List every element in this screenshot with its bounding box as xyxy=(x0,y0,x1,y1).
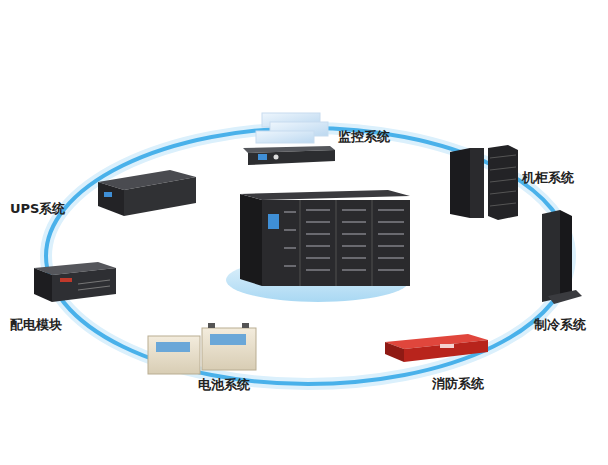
rack-device xyxy=(450,145,518,220)
system-label: 制冷系统 xyxy=(534,317,586,333)
cooling-device xyxy=(542,210,582,304)
system-label: 电池系统 xyxy=(198,377,250,393)
system-label: 配电模块 xyxy=(10,317,62,333)
ups-device xyxy=(98,170,196,216)
system-label: 监控系统 xyxy=(338,129,390,145)
battery-device xyxy=(148,323,256,374)
fire-device xyxy=(385,334,488,362)
ring-glow xyxy=(46,128,570,384)
system-label: 机柜系统 xyxy=(522,170,574,186)
micro-datacenter xyxy=(240,190,410,286)
system-label: UPS系统 xyxy=(10,201,65,217)
ring xyxy=(46,128,570,384)
system-label: 消防系统 xyxy=(432,376,484,392)
distribution-device xyxy=(34,262,116,302)
monitor-device xyxy=(243,113,335,165)
